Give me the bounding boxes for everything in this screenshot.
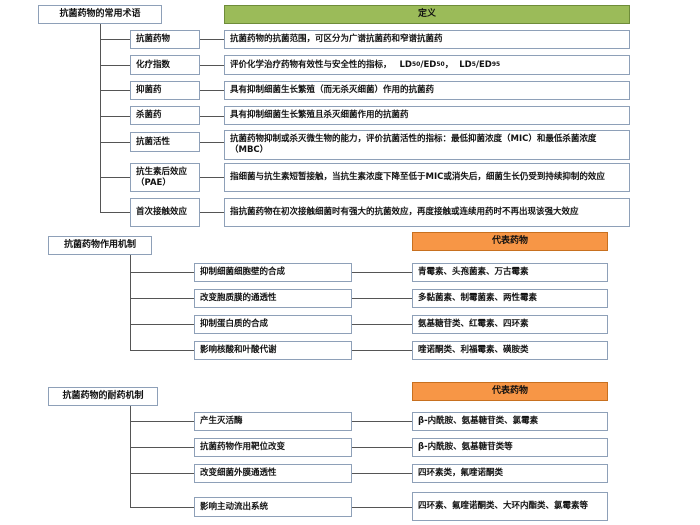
mechanism-box: 抑制蛋白质的合成 bbox=[194, 315, 352, 334]
section1-trunk-line bbox=[100, 24, 101, 212]
section3-title: 抗菌药物的耐药机制 bbox=[48, 387, 158, 406]
connector-line bbox=[200, 65, 224, 66]
connector-line bbox=[100, 142, 130, 143]
term-box: 抗菌药物 bbox=[130, 30, 200, 49]
mechanism-box: 改变细菌外膜通透性 bbox=[194, 464, 352, 483]
connector-line bbox=[100, 212, 130, 213]
separator: ， bbox=[444, 59, 454, 70]
connector-line bbox=[352, 298, 412, 299]
connector-line bbox=[130, 350, 194, 351]
connector-line bbox=[130, 272, 194, 273]
term-box: 抑菌药 bbox=[130, 81, 200, 100]
connector-line bbox=[200, 116, 224, 117]
ld-label: LD bbox=[459, 59, 472, 70]
section3-trunk-line bbox=[130, 406, 131, 508]
connector-line bbox=[200, 142, 224, 143]
connector-line bbox=[130, 447, 194, 448]
term-box: 首次接触效应 bbox=[130, 198, 200, 227]
connector-line bbox=[100, 39, 130, 40]
definition-box: 抗菌药物的抗菌范围，可区分为广谱抗菌药和窄谱抗菌药 bbox=[224, 30, 630, 49]
drugs-box: 氨基糖苷类、红霉素、四环素 bbox=[412, 315, 608, 334]
section1-title: 抗菌药物的常用术语 bbox=[38, 5, 162, 24]
definition-text: 评价化学治疗药物有效性与安全性的指标， bbox=[230, 59, 392, 70]
drugs-box: 多黏菌素、制霉菌素、两性霉素 bbox=[412, 289, 608, 308]
connector-line bbox=[200, 39, 224, 40]
term-box: 化疗指数 bbox=[130, 55, 200, 75]
section2-trunk-line bbox=[130, 255, 131, 350]
connector-line bbox=[100, 116, 130, 117]
connector-line bbox=[130, 298, 194, 299]
drugs-box: β-内酰胺、氨基糖苷类、氯霉素 bbox=[412, 412, 608, 431]
mechanism-box: 抑制细菌细胞壁的合成 bbox=[194, 263, 352, 282]
connector-line bbox=[200, 177, 224, 178]
drugs-box: 四环素类，氟喹诺酮类 bbox=[412, 464, 608, 483]
connector-line bbox=[100, 90, 130, 91]
drugs-box: 喹诺酮类、利福霉素、磺胺类 bbox=[412, 341, 608, 360]
section1-definition-header: 定义 bbox=[224, 5, 630, 24]
drugs-box: β-内酰胺、氨基糖苷类等 bbox=[412, 438, 608, 457]
connector-line bbox=[130, 421, 194, 422]
definition-box: 指细菌与抗生素短暂接触，当抗生素浓度下降至低于MIC或消失后，细菌生长仍受到持续… bbox=[224, 163, 630, 192]
connector-line bbox=[130, 324, 194, 325]
ld-label: LD bbox=[399, 59, 412, 70]
term-box: 杀菌药 bbox=[130, 106, 200, 125]
section3-drugs-header: 代表药物 bbox=[412, 382, 608, 401]
ed-label: /ED bbox=[475, 59, 492, 70]
mechanism-box: 改变胞质膜的通透性 bbox=[194, 289, 352, 308]
drugs-box: 青霉素、头孢菌素、万古霉素 bbox=[412, 263, 608, 282]
definition-box: 指抗菌药物在初次接触细菌时有强大的抗菌效应，再度接触或连续用药时不再出现该强大效… bbox=[224, 198, 630, 227]
definition-box: 具有抑制细菌生长繁殖（而无杀灭细菌）作用的抗菌药 bbox=[224, 81, 630, 100]
section2-title: 抗菌药物作用机制 bbox=[48, 236, 152, 255]
mechanism-box: 产生灭活酶 bbox=[194, 412, 352, 431]
connector-line bbox=[352, 272, 412, 273]
connector-line bbox=[100, 65, 130, 66]
connector-line bbox=[352, 324, 412, 325]
connector-line bbox=[352, 447, 412, 448]
connector-line bbox=[352, 473, 412, 474]
definition-box: 抗菌药物抑制或杀灭微生物的能力，评价抗菌活性的指标：最低抑菌浓度（MIC）和最低… bbox=[224, 130, 630, 160]
connector-line bbox=[352, 350, 412, 351]
connector-line bbox=[200, 212, 224, 213]
mechanism-box: 影响主动流出系统 bbox=[194, 497, 352, 517]
connector-line bbox=[200, 90, 224, 91]
mechanism-box: 影响核酸和叶酸代谢 bbox=[194, 341, 352, 360]
term-box: 抗菌活性 bbox=[130, 132, 200, 152]
connector-line bbox=[352, 507, 412, 508]
section2-drugs-header: 代表药物 bbox=[412, 232, 608, 251]
connector-line bbox=[352, 421, 412, 422]
definition-box: 具有抑制细菌生长繁殖且杀灭细菌作用的抗菌药 bbox=[224, 106, 630, 125]
term-box: 抗生素后效应（PAE） bbox=[130, 163, 200, 192]
connector-line bbox=[100, 177, 130, 178]
connector-line bbox=[130, 507, 194, 508]
mechanism-box: 抗菌药物作用靶位改变 bbox=[194, 438, 352, 457]
ed-label: /ED bbox=[420, 59, 437, 70]
connector-line bbox=[130, 473, 194, 474]
drugs-box: 四环素、氟喹诺酮类、大环内酯类、氯霉素等 bbox=[412, 492, 608, 521]
